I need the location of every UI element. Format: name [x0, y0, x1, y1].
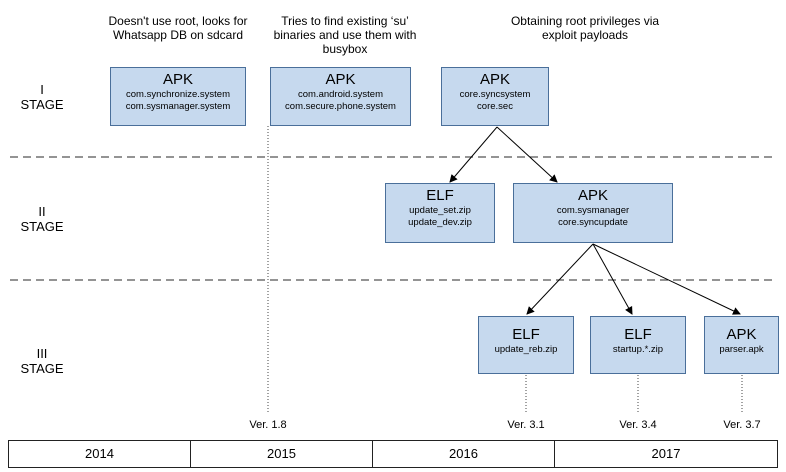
apk-box-android-system: APK com.android.system com.secure.phone.…: [270, 67, 411, 126]
timeline-year-2014: 2014: [9, 441, 191, 467]
elf-box-startup: ELF startup.*.zip: [590, 316, 686, 374]
version-label-3-7: Ver. 3.7: [723, 419, 761, 431]
elf-box-update-reb: ELF update_reb.zip: [478, 316, 574, 374]
apk-box-sysmanager: APK com.sysmanager core.syncupdate: [513, 183, 673, 243]
apk-box-parser: APK parser.apk: [704, 316, 779, 374]
arrow-b3-to-b5: [496, 126, 558, 183]
version-label-3-4: Ver. 3.4: [619, 419, 657, 431]
arrow-b3-to-b4: [449, 126, 498, 183]
arrow-b5-to-b7: [592, 243, 633, 315]
timeline-bar: 2014 2015 2016 2017: [8, 440, 778, 468]
timeline-year-2015: 2015: [191, 441, 373, 467]
elf-box-update-set: ELF update_set.zip update_dev.zip: [385, 183, 495, 243]
version-label-1-8: Ver. 1.8: [249, 419, 287, 431]
arrow-b5-to-b6: [526, 243, 594, 315]
arrow-b5-to-b8: [592, 243, 741, 315]
apk-box-core-syncsystem: APK core.syncsystem core.sec: [441, 67, 549, 126]
version-label-3-1: Ver. 3.1: [507, 419, 545, 431]
timeline-year-2016: 2016: [373, 441, 555, 467]
timeline-year-2017: 2017: [651, 446, 681, 461]
apk-box-synchronize: APK com.synchronize.system com.sysmanage…: [110, 67, 246, 126]
caption-existing-su: Tries to find existing ‘su’binaries and …: [273, 14, 417, 56]
